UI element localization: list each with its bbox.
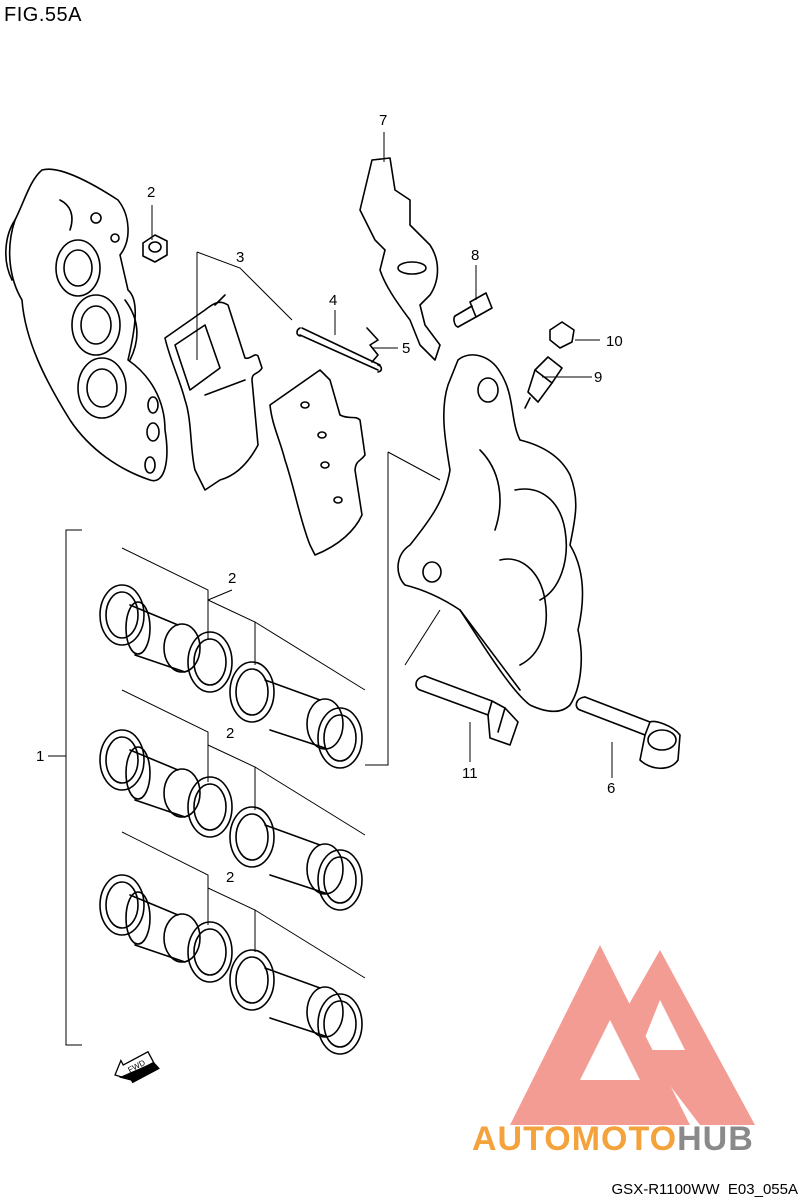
leader-lines: [48, 132, 613, 1046]
part-10-cap: [549, 321, 575, 349]
callout-1: 1: [36, 748, 44, 765]
callout-7: 7: [379, 112, 387, 129]
callout-9: 9: [594, 369, 602, 386]
brand-part-hub: HUB: [677, 1120, 754, 1158]
callout-2-nut: 2: [147, 184, 155, 201]
piston-set-row-1: [99, 584, 363, 769]
callouts: 1 2 2 2 2 3 4 5 6 7 8 9 10 11: [36, 112, 623, 886]
callout-3: 3: [236, 249, 244, 266]
callout-10: 10: [606, 333, 623, 350]
fwd-arrow-icon: FWD: [114, 1050, 160, 1084]
piston-set-row-3: [99, 874, 363, 1055]
part-7-pad-spring: [359, 157, 441, 361]
part-3-pad-rear: [269, 369, 366, 556]
brand-part-auto: AUTO: [472, 1120, 572, 1158]
part-5-spring: [366, 327, 379, 363]
callout-2-row1: 2: [228, 570, 236, 587]
callout-6: 6: [607, 780, 615, 797]
part-2-nut: [142, 234, 168, 263]
part-11-bolt: [415, 675, 519, 746]
callout-8: 8: [471, 247, 479, 264]
callout-2-row3: 2: [226, 869, 234, 886]
part-4-pin: [296, 327, 383, 373]
brand-wordmark: AUTOMOTOHUB: [472, 1120, 754, 1159]
figure-code: GSX-R1100WW E03_055A: [611, 1181, 798, 1198]
brand-part-moto: MOTO: [571, 1120, 678, 1158]
callout-5: 5: [402, 340, 410, 357]
piston-set-row-2: [99, 729, 363, 911]
part-9-bleeder: [524, 356, 563, 409]
callout-2-row2: 2: [226, 725, 234, 742]
caliper-half-inner: [397, 354, 584, 713]
figure-title: FIG.55A: [4, 4, 82, 26]
part-6-bolt: [575, 696, 681, 770]
part-3-pad: [164, 294, 263, 491]
callout-4: 4: [329, 292, 337, 309]
part-8-bolt: [453, 292, 493, 328]
callout-11: 11: [462, 765, 478, 782]
automotohub-logo: [510, 945, 755, 1125]
caliper-half-outer: [5, 168, 168, 482]
